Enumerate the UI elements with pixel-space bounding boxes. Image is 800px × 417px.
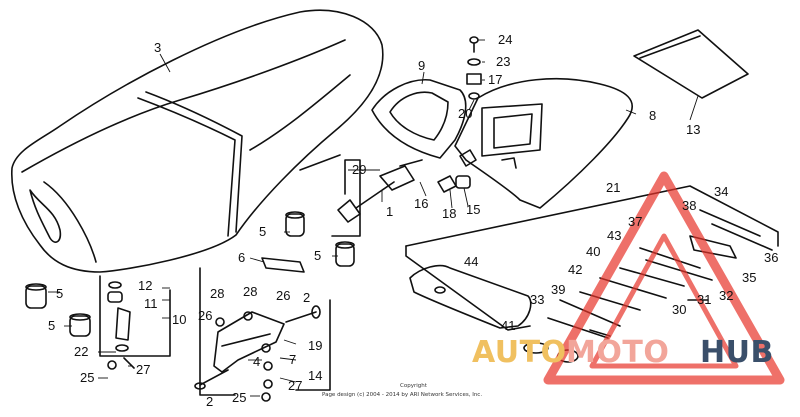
rubber-cushion-drawings bbox=[25, 211, 355, 337]
document-bag-drawing bbox=[633, 29, 749, 99]
callout-22: 22 bbox=[74, 344, 88, 359]
callout-23: 23 bbox=[496, 54, 510, 69]
brand-hub: HUB bbox=[700, 335, 774, 370]
hinge-bracket-drawing bbox=[194, 305, 321, 402]
callout-2b: 2 bbox=[206, 394, 213, 409]
callout-15: 15 bbox=[466, 202, 480, 217]
callout-34: 34 bbox=[714, 184, 728, 199]
callout-39: 39 bbox=[551, 282, 565, 297]
brand-moto: MOTO bbox=[566, 335, 669, 370]
callout-4: 4 bbox=[253, 354, 260, 369]
callout-14: 14 bbox=[308, 368, 322, 383]
callout-26b: 26 bbox=[276, 288, 290, 303]
callout-33: 33 bbox=[530, 292, 544, 307]
callout-31: 31 bbox=[697, 292, 711, 307]
callout-30: 30 bbox=[672, 302, 686, 317]
callout-27b: 27 bbox=[288, 378, 302, 393]
callout-5d: 5 bbox=[48, 318, 55, 333]
callout-38: 38 bbox=[682, 198, 696, 213]
callout-29: 29 bbox=[352, 162, 366, 177]
callout-5b: 5 bbox=[314, 248, 321, 263]
callout-37: 37 bbox=[628, 214, 642, 229]
callout-18: 18 bbox=[442, 206, 456, 221]
callout-42: 42 bbox=[568, 262, 582, 277]
latch-assembly-drawing bbox=[107, 281, 135, 370]
brand-auto: AUTO bbox=[472, 335, 567, 370]
callout-40: 40 bbox=[586, 244, 600, 259]
callout-3: 3 bbox=[154, 40, 161, 55]
strap-plate-drawing bbox=[261, 257, 305, 273]
callout-21: 21 bbox=[606, 180, 620, 195]
callout-5a: 5 bbox=[259, 224, 266, 239]
copyright-line-2: Page design (c) 2004 - 2014 by ARI Netwo… bbox=[322, 392, 482, 398]
callout-43: 43 bbox=[607, 228, 621, 243]
callout-2: 2 bbox=[303, 290, 310, 305]
callout-9: 9 bbox=[418, 58, 425, 73]
bolt-stack-drawing bbox=[466, 36, 482, 100]
copyright-line-1: Copyright bbox=[400, 383, 428, 389]
tool-kit-drawing bbox=[523, 209, 773, 363]
callout-10: 10 bbox=[172, 312, 186, 327]
callout-26a: 26 bbox=[198, 308, 212, 323]
callout-16: 16 bbox=[414, 196, 428, 211]
callout-35: 35 bbox=[742, 270, 756, 285]
callout-13: 13 bbox=[686, 122, 700, 137]
callout-28b: 28 bbox=[243, 284, 257, 299]
callout-25b: 25 bbox=[232, 390, 246, 405]
callout-32: 32 bbox=[719, 288, 733, 303]
watermark-brand: AUTO MOTO HUB bbox=[472, 335, 774, 370]
callout-20: 20 bbox=[458, 106, 472, 121]
callout-12: 12 bbox=[138, 278, 152, 293]
callout-25a: 25 bbox=[80, 370, 94, 385]
callout-8: 8 bbox=[649, 108, 656, 123]
callout-17: 17 bbox=[488, 72, 502, 87]
callout-41: 41 bbox=[501, 318, 515, 333]
callout-11: 11 bbox=[144, 296, 158, 311]
seat-drawing bbox=[11, 9, 384, 273]
callout-28a: 28 bbox=[210, 286, 224, 301]
tail-cowl-drawing bbox=[371, 77, 633, 209]
callout-5c: 5 bbox=[56, 286, 63, 301]
callout-7: 7 bbox=[289, 352, 296, 367]
callout-6: 6 bbox=[238, 250, 245, 265]
callout-27a: 27 bbox=[136, 362, 150, 377]
callout-36: 36 bbox=[764, 250, 778, 265]
callout-44: 44 bbox=[464, 254, 478, 269]
seat-lock-cable-drawing bbox=[337, 159, 471, 223]
part-callouts: 1 2 2 3 4 5 5 5 5 6 7 8 9 10 11 12 13 14… bbox=[48, 32, 778, 409]
callout-1: 1 bbox=[386, 204, 393, 219]
callout-19: 19 bbox=[308, 338, 322, 353]
callout-24: 24 bbox=[498, 32, 512, 47]
tool-case-drawing bbox=[409, 264, 532, 329]
watermark-triangle bbox=[543, 171, 785, 385]
